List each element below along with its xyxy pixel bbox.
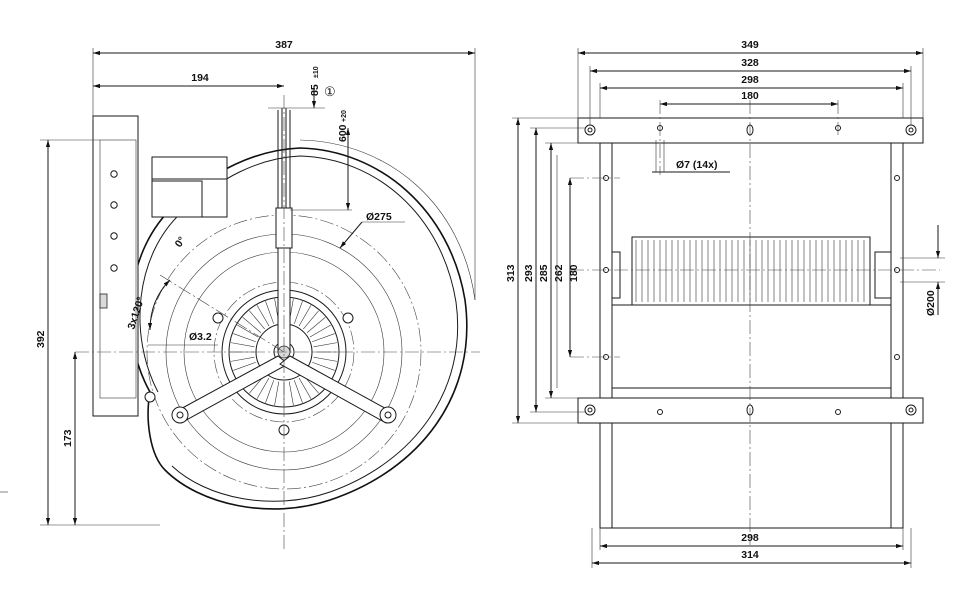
dim-d275: Ø275 bbox=[366, 211, 392, 223]
dim-392: 392 bbox=[35, 330, 47, 348]
dim-285: 285 bbox=[538, 264, 550, 282]
dim-387: 387 bbox=[275, 39, 293, 51]
dim-d3-2: Ø3.2 bbox=[189, 331, 212, 343]
dim-194: 194 bbox=[191, 72, 209, 84]
dim-298-top: 298 bbox=[741, 74, 759, 86]
dim-298-bottom: 298 bbox=[741, 532, 759, 544]
dim-293: 293 bbox=[523, 264, 535, 282]
flange-holes bbox=[99, 170, 118, 309]
dim-85: 85 bbox=[309, 84, 321, 96]
dim-180: 180 bbox=[568, 264, 580, 282]
dim-600: 600 bbox=[337, 124, 349, 142]
dim-85-tol: ±10 bbox=[313, 66, 320, 78]
dim-180-top: 180 bbox=[741, 90, 759, 102]
outlet-housing bbox=[599, 422, 904, 529]
dim-262: 262 bbox=[553, 264, 565, 282]
side-dimensions: 349 328 298 180 Ø7 (14x) 313 293 285 262… bbox=[505, 39, 945, 568]
dim-314: 314 bbox=[741, 549, 759, 561]
note-marker: ① bbox=[324, 84, 336, 99]
dim-349: 349 bbox=[741, 39, 759, 51]
dim-holes: Ø7 (14x) bbox=[676, 159, 717, 171]
front-view bbox=[75, 95, 480, 550]
side-view bbox=[570, 100, 940, 545]
dim-d200: Ø200 bbox=[925, 290, 937, 316]
dim-angle-0: 0° bbox=[173, 235, 189, 250]
dim-313: 313 bbox=[505, 264, 517, 282]
bottom-flange bbox=[577, 397, 924, 424]
cable bbox=[277, 108, 291, 208]
front-dimensions: 387 194 85 ±10 ① 600 +20 Ø275 0° 3x120° … bbox=[0, 39, 476, 526]
dim-173: 173 bbox=[62, 429, 74, 447]
dim-600-tol: +20 bbox=[341, 110, 348, 122]
dim-328: 328 bbox=[741, 57, 759, 69]
mounting-flange bbox=[92, 115, 139, 417]
impeller-blades bbox=[635, 240, 865, 302]
impeller bbox=[631, 236, 871, 306]
top-flange bbox=[577, 117, 924, 144]
